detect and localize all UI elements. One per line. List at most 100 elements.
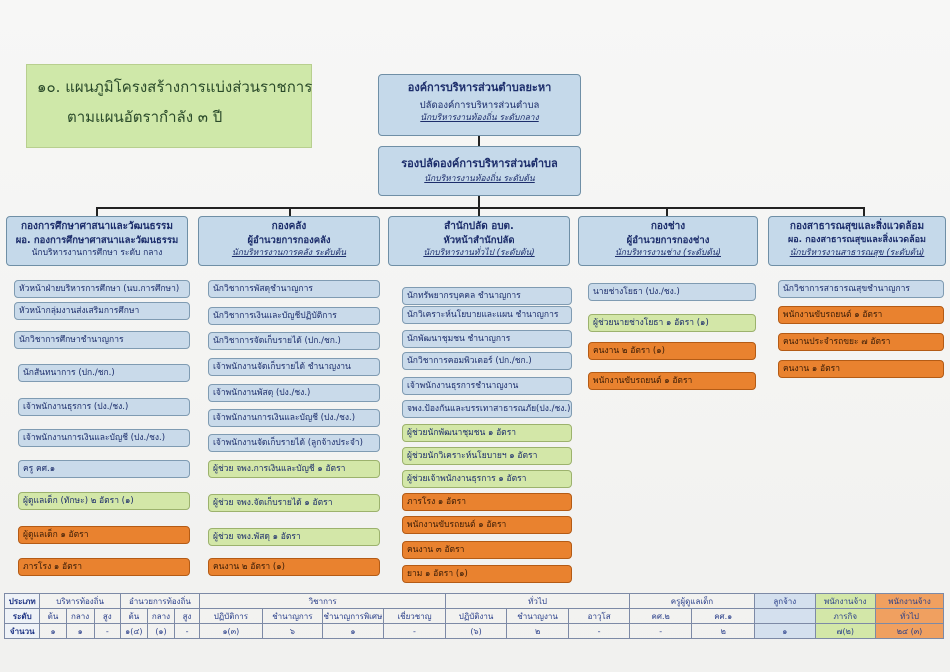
summary-cell: ปฏิบัติงาน (445, 608, 507, 624)
summary-cell: ภารกิจ (814, 608, 877, 624)
position-item: เจ้าพนักงานธุรการ (ปง./ชง.) (18, 398, 190, 416)
connector-horizontal (96, 207, 865, 209)
position-item: ผู้ช่วย จพง.จัดเก็บรายได้ ๑ อัตรา (208, 494, 380, 512)
title-line-2: ตามแผนอัตรากำลัง ๓ ปี (67, 108, 223, 126)
position-item: นักวิชาการจัดเก็บรายได้ (ปก./ชก.) (208, 332, 380, 350)
position-item: นักวิชาการศึกษาชำนาญการ (14, 331, 190, 349)
title-line-1: ๑๐. แผนภูมิโครงสร้างการแบ่งส่วนราชการ (37, 78, 313, 96)
division-head: ผู้อำนวยการกองคลัง (247, 235, 331, 246)
summary-cell: ชำนาญการ (261, 608, 324, 624)
summary-cell: ๑ (65, 623, 95, 639)
position-item: นักสันทนาการ (ปก./ชก.) (18, 364, 190, 382)
position-item: ผู้ช่วย จพง.พัสดุ ๑ อัตรา (208, 528, 380, 546)
deputy-box: รองปลัดองค์การบริหารส่วนตำบล นักบริหารงา… (378, 146, 581, 196)
position-item: ภารโรง ๑ อัตรา (402, 493, 572, 511)
division-finance: กองคลัง ผู้อำนวยการกองคลัง นักบริหารงานก… (198, 216, 380, 266)
division-level: นักบริหารงานการศึกษา ระดับ กลาง (31, 248, 163, 258)
top-box: องค์การบริหารส่วนตำบลยะหา ปลัดองค์การบริ… (378, 74, 581, 136)
summary-cell: ๒ (505, 623, 570, 639)
division-title: กองคลัง (271, 221, 307, 232)
division-head: ผู้อำนวยการกองช่าง (626, 235, 710, 246)
deputy-box-position: รองปลัดองค์การบริหารส่วนตำบล (401, 157, 558, 170)
position-item: ยาม ๑ อัตรา (๑) (402, 565, 572, 583)
summary-cell: ปฏิบัติการ (199, 608, 263, 624)
position-item: คนงานประจำรถขยะ ๗ อัตรา (778, 333, 944, 351)
position-item: นายช่างโยธา (ปง./ชง.) (588, 283, 756, 301)
summary-row-count: จำนวน ๑ ๑ - ๑(๔) (๑) - ๑(๓) ๖ ๑ - (๖) ๒ … (3, 623, 944, 639)
summary-cell: กลาง (146, 608, 176, 624)
summary-cell: - (382, 623, 447, 639)
division-head: หัวหน้าสำนักปลัด (443, 235, 515, 246)
summary-cell: ลูกจ้าง (754, 593, 816, 609)
position-item: ผู้ช่วย จพง.การเงินและบัญชี ๑ อัตรา (208, 460, 380, 478)
position-item: ผู้ช่วยนักวิเคราะห์นโยบายฯ ๑ อัตรา (402, 447, 572, 465)
position-item: คนงาน ๒ อัตรา (๑) (588, 342, 756, 360)
division-level: นักบริหารงานการคลัง ระดับต้น (231, 248, 347, 258)
summary-cell: ชำนาญงาน (505, 608, 570, 624)
position-item: คนงาน ๓ อัตรา (402, 541, 572, 559)
position-item: นักทรัพยากรบุคคล ชำนาญการ (402, 287, 572, 305)
division-office: สำนักปลัด อบต. หัวหน้าสำนักปลัด นักบริหา… (388, 216, 570, 266)
summary-cell (754, 608, 816, 624)
summary-cell: คศ.๒ (628, 608, 693, 624)
division-title: กองช่าง (650, 221, 686, 232)
position-item: นักวิเคราะห์นโยบายและแผน ชำนาญการ (402, 306, 572, 324)
position-item: เจ้าพนักงานจัดเก็บรายได้ (ลูกจ้างประจำ) (208, 434, 380, 452)
division-education: กองการศึกษาศาสนาและวัฒนธรรม ผอ. กองการศึ… (6, 216, 188, 266)
division-title: กองการศึกษาศาสนาและวัฒนธรรม (21, 221, 173, 232)
position-item: เจ้าพนักงานพัสดุ (ปง./ชง.) (208, 384, 380, 402)
summary-cell: ๒๔ (๓) (875, 623, 944, 639)
summary-cell: - (568, 623, 630, 639)
connector-top (478, 136, 480, 146)
position-item: เจ้าพนักงานจัดเก็บรายได้ ชำนาญงาน (208, 358, 380, 376)
summary-cell: ครูผู้ดูแลเด็ก (628, 593, 756, 609)
division-engineering: กองช่าง ผู้อำนวยการกองช่าง นักบริหารงานช… (578, 216, 758, 266)
summary-cell: (๖) (445, 623, 507, 639)
summary-cell: ทั่วไป (445, 593, 630, 609)
connector-div-2 (289, 207, 291, 216)
summary-cell: บริหารท้องถิ่น (39, 593, 121, 609)
summary-cell: ต้น (39, 608, 67, 624)
position-item: นักวิชาการสาธารณสุขชำนาญการ (778, 280, 944, 298)
position-item: หัวหน้ากลุ่มงานส่งเสริมการศึกษา (14, 302, 190, 320)
position-item: เจ้าพนักงานการเงินและบัญชี (ปง./ชง.) (208, 409, 380, 427)
position-item: ผู้ดูแลเด็ก (ทักษะ) ๒ อัตรา (๑) (18, 492, 190, 510)
summary-cell: ๑(๔) (119, 623, 148, 639)
position-item: พนักงานขับรถยนต์ ๑ อัตรา (588, 372, 756, 390)
position-item: ผู้ดูแลเด็ก ๑ อัตรา (18, 526, 190, 544)
summary-cell: จำนวน (3, 623, 41, 639)
division-head: ผอ. กองการศึกษาศาสนาและวัฒนธรรม (15, 235, 179, 246)
summary-cell: - (628, 623, 693, 639)
summary-row-level: ระดับ ต้น กลาง สูง ต้น กลาง สูง ปฏิบัติก… (3, 608, 944, 624)
position-item: ภารโรง ๑ อัตรา (18, 558, 190, 576)
position-item: หัวหน้าฝ่ายบริหารการศึกษา (นบ.การศึกษา) (14, 280, 190, 298)
division-level: นักบริหารงานทั่วไป (ระดับต้น) (423, 248, 535, 258)
summary-cell: ๑ (322, 623, 384, 639)
top-box-level: นักบริหารงานท้องถิ่น ระดับกลาง (420, 113, 539, 123)
connector-deputy (478, 196, 480, 208)
summary-cell: อำนวยการท้องถิ่น (119, 593, 201, 609)
summary-table: ประเภท บริหารท้องถิ่น อำนวยการท้องถิ่น ว… (3, 593, 944, 639)
connector-div-4 (666, 207, 668, 216)
summary-cell: ต้น (119, 608, 148, 624)
summary-cell: สูง (174, 608, 201, 624)
summary-cell: ชำนาญการพิเศษ (322, 608, 384, 624)
connector-div-3 (478, 207, 480, 216)
top-box-position: ปลัดองค์การบริหารส่วนตำบล (419, 100, 540, 111)
division-public-health: กองสาธารณสุขและสิ่งแวดล้อม ผอ. กองสาธารณ… (768, 216, 946, 266)
position-item: นักวิชาการเงินและบัญชีปฏิบัติการ (208, 307, 380, 325)
summary-cell: สูง (93, 608, 121, 624)
position-item: ผู้ช่วยนายช่างโยธา ๑ อัตรา (๑) (588, 314, 756, 332)
position-item: พนักงานขับรถยนต์ ๑ อัตรา (778, 306, 944, 324)
summary-cell: เชี่ยวชาญ (382, 608, 447, 624)
title-card: ๑๐. แผนภูมิโครงสร้างการแบ่งส่วนราชการ ตา… (26, 64, 312, 148)
position-item: นักพัฒนาชุมชน ชำนาญการ (402, 330, 572, 348)
summary-cell: ๒ (691, 623, 756, 639)
division-level: นักบริหารงานสาธารณสุข (ระดับต้น) (789, 248, 925, 258)
top-box-org: องค์การบริหารส่วนตำบลยะหา (407, 81, 552, 94)
division-head: ผอ. กองสาธารณสุขและสิ่งแวดล้อม (788, 235, 926, 245)
connector-div-1 (96, 207, 98, 216)
summary-row-type: ประเภท บริหารท้องถิ่น อำนวยการท้องถิ่น ว… (3, 593, 944, 609)
connector-div-5 (863, 207, 865, 216)
